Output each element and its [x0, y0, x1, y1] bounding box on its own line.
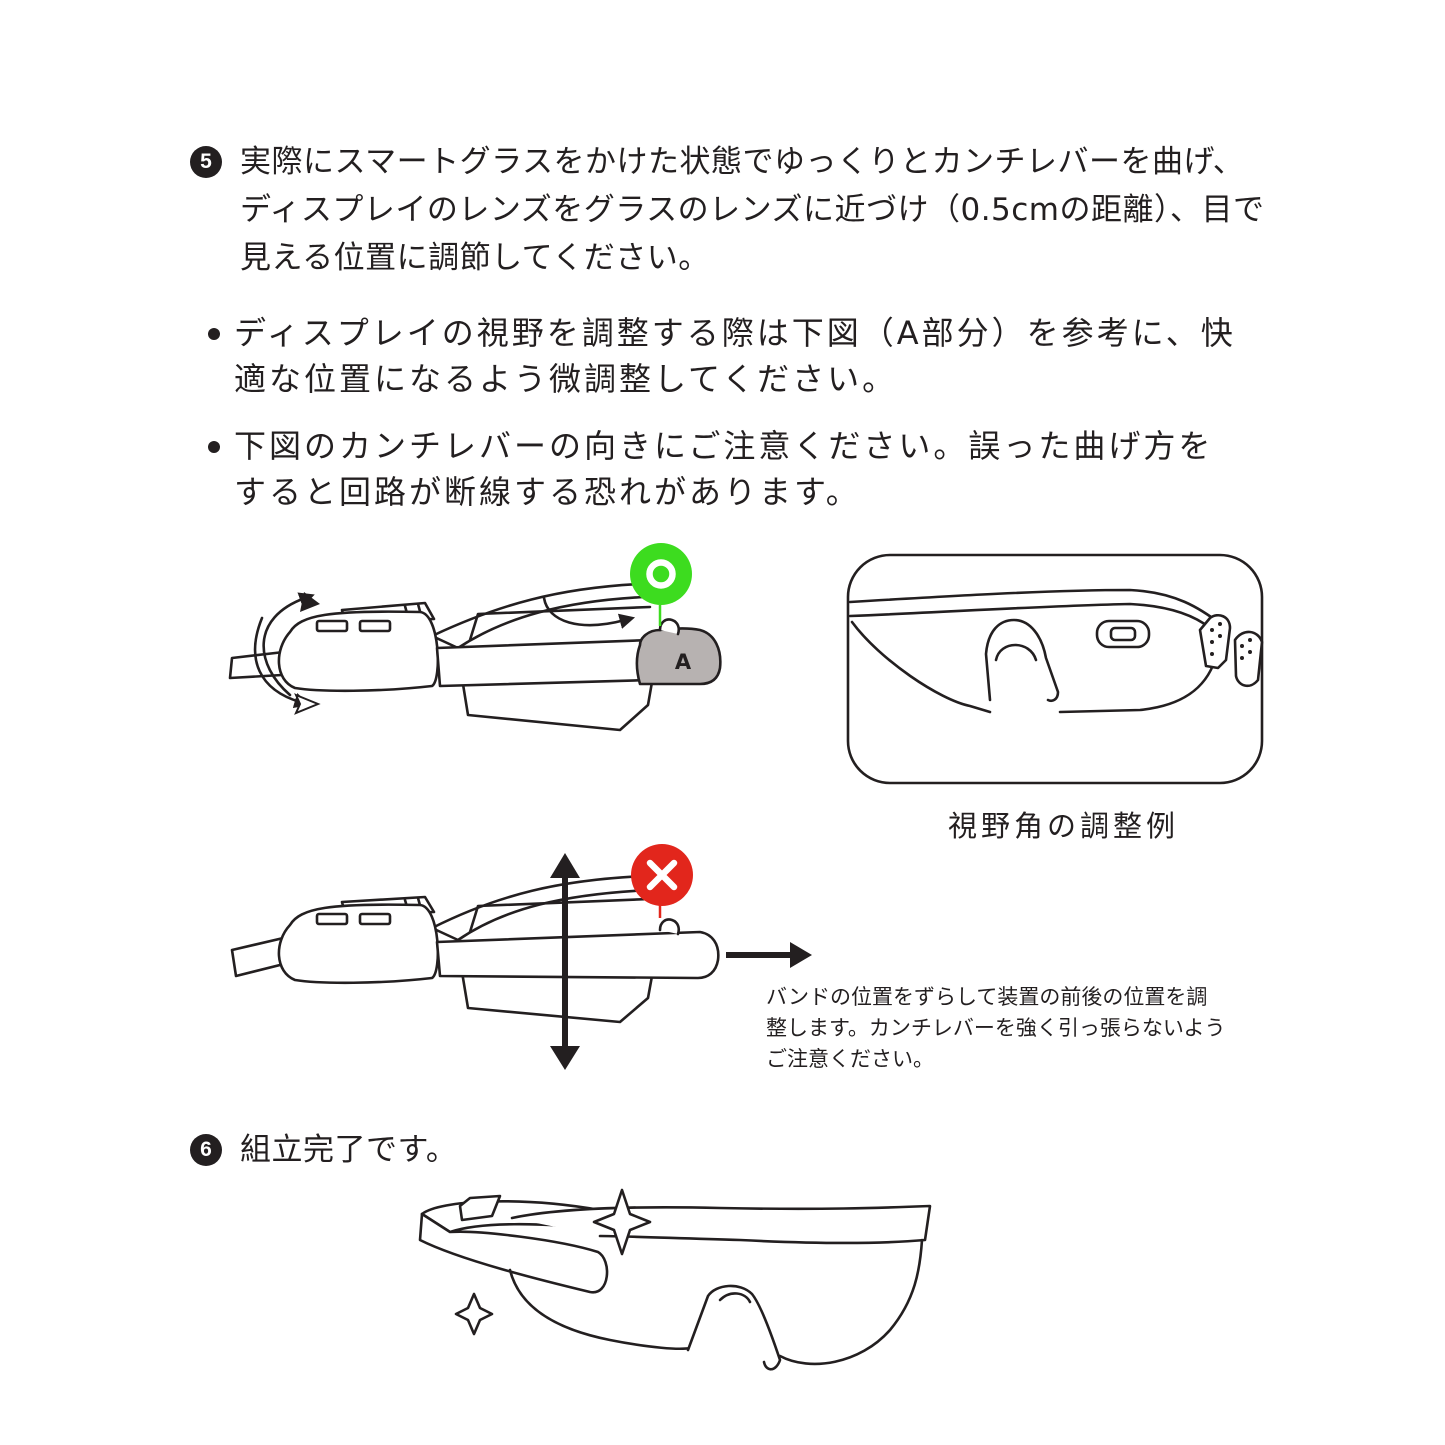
hinge-clip — [1198, 614, 1232, 670]
nose-bridge — [984, 618, 1060, 703]
fov-frame — [846, 553, 1264, 785]
o-mark-icon — [630, 543, 692, 605]
cantilever — [435, 930, 720, 980]
rotate-down-arrow — [253, 616, 310, 708]
vent-slot — [358, 912, 392, 926]
wrong-bend-note: バンドの位置をずらして装置の前後の位置を調 整します。カンチレバーを強く引っ張ら… — [766, 982, 1225, 1075]
wrong-bend-illustration — [230, 844, 812, 1070]
sparkle-icon — [454, 1292, 494, 1336]
step5-line: ディスプレイのレンズをグラスのレンズに近づけ（0.5cmの距離）、目で — [240, 192, 1265, 228]
bend-direction-arrow — [542, 596, 636, 629]
fov-example-illustration — [846, 553, 1264, 785]
note-line: 整します。カンチレバーを強く引っ張らないよう — [766, 1016, 1226, 1040]
vent-slot — [358, 619, 392, 633]
bullet-line: 適な位置になるよう微調整してください。 — [234, 360, 898, 398]
assembled-nose-bridge — [686, 1284, 782, 1371]
step5-line: 実際にスマートグラスをかけた状態でゆっくりとカンチレバーを曲げ、 — [240, 144, 1245, 180]
assembled-battery — [418, 1212, 609, 1294]
bullet-dot — [208, 441, 220, 453]
step6-text: 組立完了です。 — [240, 1132, 458, 1168]
frame-top — [510, 1204, 932, 1245]
step5-instructions: 実際にスマートグラスをかけた状態でゆっくりとカンチレバーを曲げ、 ディスプレイの… — [240, 138, 1265, 282]
sparkle-icon — [592, 1188, 652, 1256]
bullet-fov-adjust: ディスプレイの視野を調整する際は下図（A部分）を参考に、快 適な位置になるよう微… — [234, 310, 1236, 402]
bullet-line: ディスプレイの視野を調整する際は下図（A部分）を参考に、快 — [234, 314, 1236, 352]
battery-module — [277, 903, 440, 985]
glasses-lens — [460, 676, 654, 732]
cantilever — [435, 638, 652, 688]
fov-caption: 視野角の調整例 — [948, 809, 1180, 843]
assembled-glasses-illustration — [418, 1188, 932, 1371]
headband-arm — [430, 874, 652, 942]
note-line: バンドの位置をずらして装置の前後の位置を調 — [766, 985, 1208, 1009]
bullet-line: すると回路が断線する恐れがあります。 — [234, 473, 861, 511]
bullet-dot — [208, 328, 220, 340]
battery-module — [277, 610, 440, 693]
bullet-cantilever-warning: 下図のカンチレバーの向きにご注意ください。誤った曲げ方を すると回路が断線する恐… — [234, 423, 1213, 515]
step5-line: 見える位置に調節してください。 — [240, 240, 710, 276]
correct-bend-illustration: A — [228, 543, 722, 732]
note-line: ご注意ください。 — [766, 1047, 934, 1071]
assembled-clip — [458, 1194, 502, 1222]
rotate-up-arrow — [262, 592, 315, 697]
display-part-a — [635, 627, 722, 686]
vent-slot — [315, 912, 349, 926]
step-number-5: 5 — [190, 146, 222, 178]
step-number-6: 6 — [190, 1134, 222, 1166]
glasses-lens — [460, 970, 654, 1024]
part-a-label: A — [675, 650, 692, 674]
vent-slot — [315, 619, 349, 633]
headband-arm — [430, 582, 646, 650]
bullet-line: 下図のカンチレバーの向きにご注意ください。誤った曲げ方を — [234, 427, 1214, 465]
